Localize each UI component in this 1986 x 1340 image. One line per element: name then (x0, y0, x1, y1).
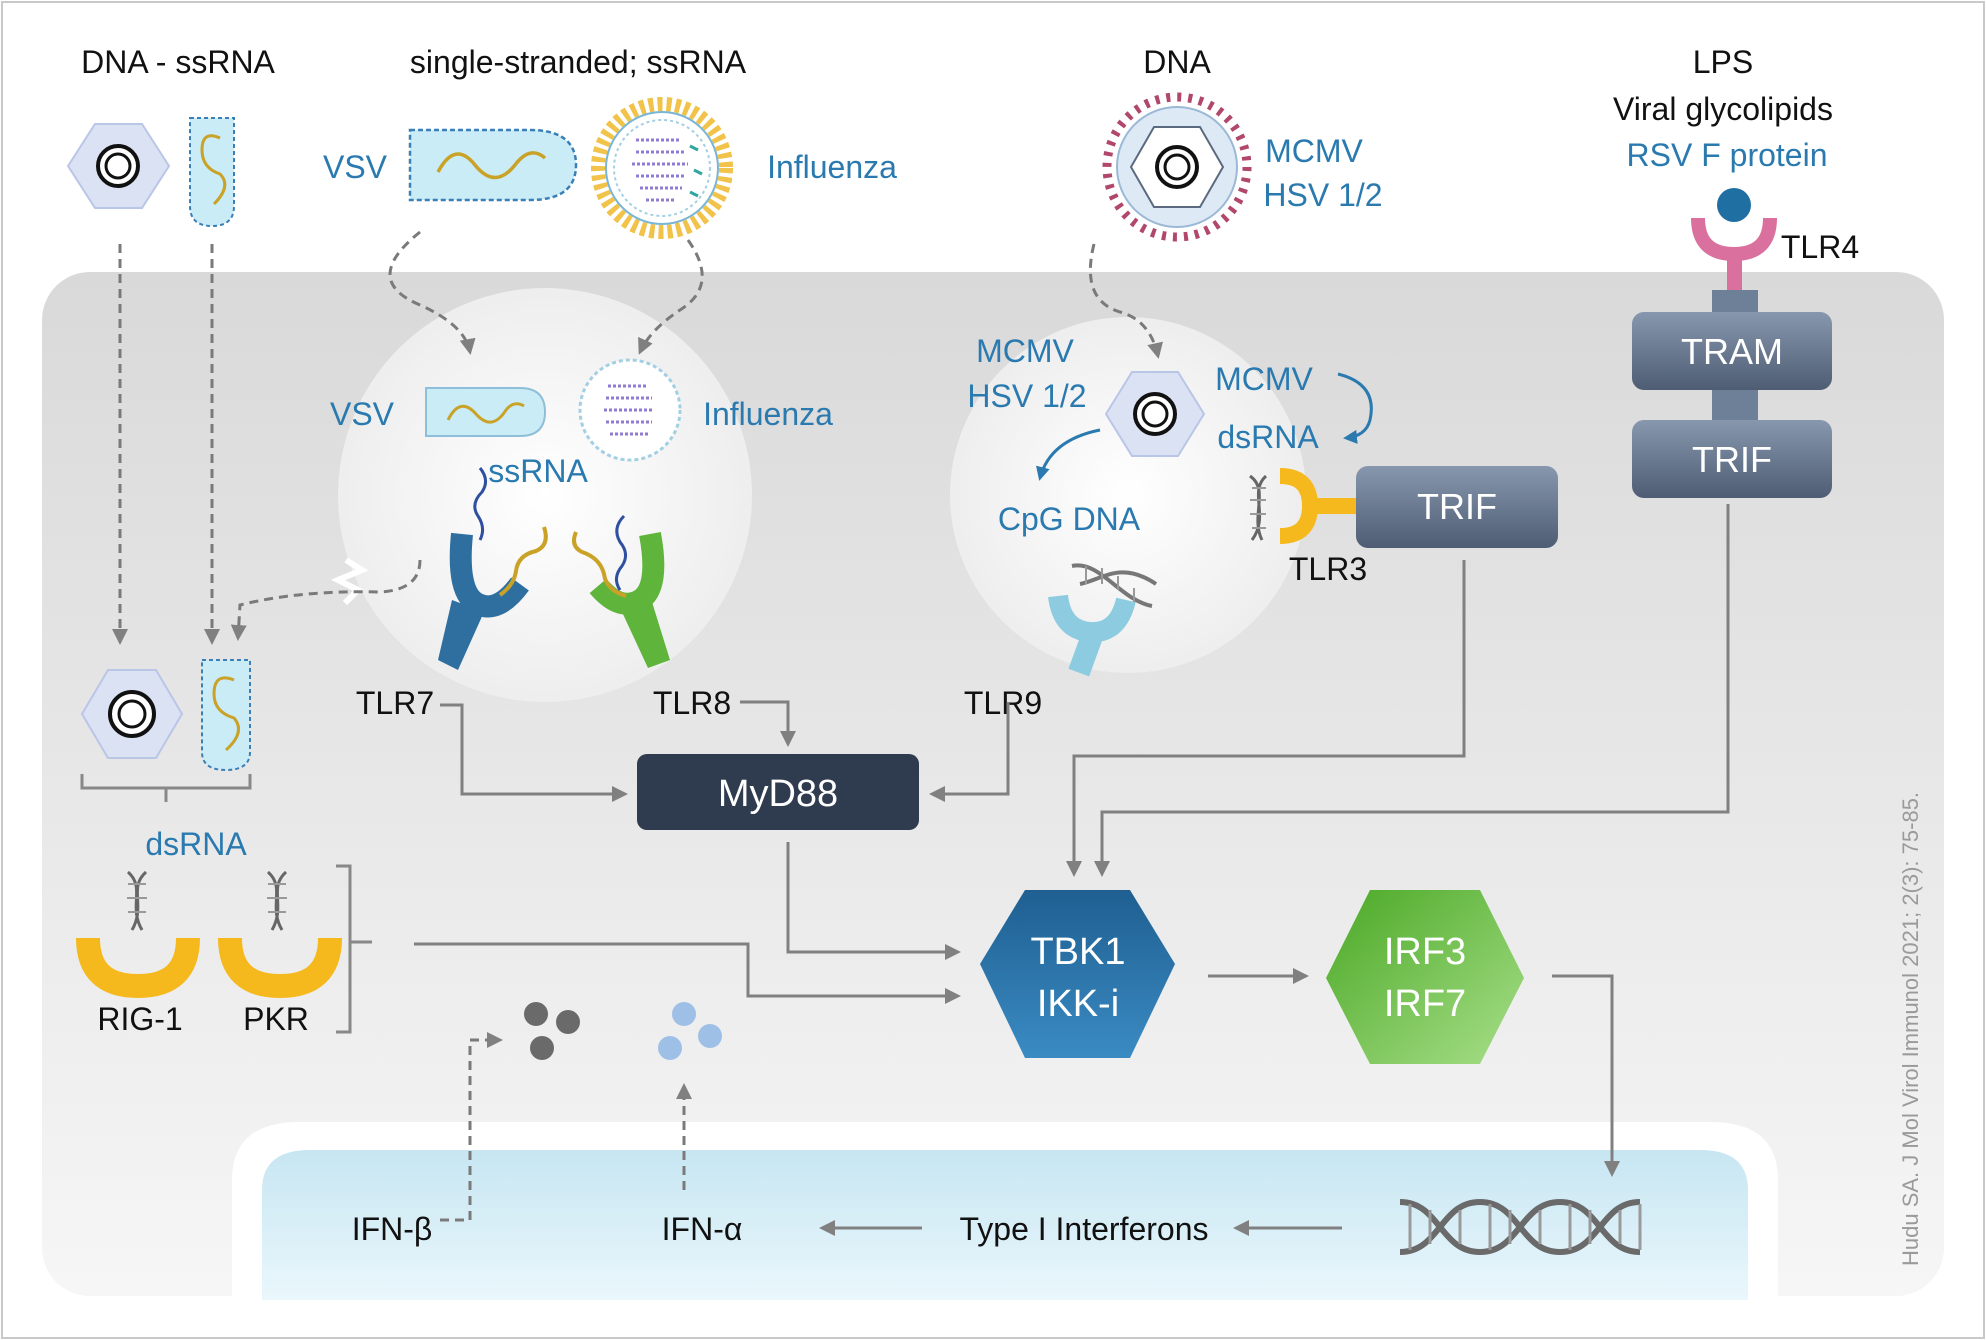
label-dsrna-endosome: dsRNA (1217, 419, 1319, 455)
arrow-trif-tlr4-to-tbk1 (1094, 504, 1730, 877)
arrow-tlr9-to-myd88 (929, 702, 1010, 802)
endosome-left (338, 288, 752, 702)
dna-helix-icon (1071, 563, 1158, 608)
label-dsrna-cytosol: dsRNA (145, 826, 247, 862)
irf7-label: IRF7 (1384, 983, 1466, 1025)
ifn-alpha-cytokine-icon (658, 1002, 722, 1060)
irf3-label: IRF3 (1384, 931, 1466, 973)
tlr3-receptor-icon (1249, 468, 1370, 544)
vsv-virion-icon (408, 128, 578, 202)
citation-text: Hudu SA. J Mol Virol Immunol 2021; 2(3):… (1898, 792, 1923, 1266)
rig1-receptor-icon (76, 870, 200, 999)
rna-capsule-icon (189, 117, 235, 228)
arrow-endosome-escape (230, 559, 422, 641)
label-vsv-outside: VSV (323, 149, 388, 185)
label-influenza-endosome: Influenza (703, 396, 833, 432)
label-mcmv-endo-left: MCMV (976, 333, 1074, 369)
arrow-irf-to-dna (1552, 974, 1620, 1177)
label-tlr7: TLR7 (356, 685, 434, 721)
arrow-myd88-to-tbk1 (786, 842, 961, 960)
arrow-influenza-to-endosome (638, 239, 704, 355)
hexagon-capsid-endosome-icon (1104, 371, 1206, 457)
arrow-rig-pkr-to-tbk1 (414, 942, 961, 1004)
label-dna-ssrna: DNA - ssRNA (81, 44, 275, 80)
label-influenza-outside: Influenza (767, 149, 897, 185)
tlr8-receptor-icon (572, 514, 670, 668)
label-single-stranded: single-stranded; ssRNA (410, 44, 747, 80)
ifn-beta-cytokine-icon (524, 1002, 580, 1060)
dsrna-bracket (80, 774, 252, 802)
arrow-herpes-to-endosome (1088, 243, 1163, 359)
label-tlr4: TLR4 (1781, 229, 1859, 265)
label-ssrna: ssRNA (488, 453, 588, 489)
tbk1-ikki-node (980, 890, 1175, 1058)
label-type1-ifn: Type I Interferons (959, 1211, 1208, 1247)
label-rig1: RIG-1 (97, 1001, 182, 1037)
label-pkr: PKR (243, 1001, 309, 1037)
label-lps: LPS (1693, 44, 1753, 80)
label-tlr8: TLR8 (653, 685, 731, 721)
label-hsv-outside: HSV 1/2 (1263, 177, 1382, 213)
arrow-ifn-beta-secretion (440, 1032, 503, 1222)
tram-label: TRAM (1681, 331, 1783, 372)
vsv-endosome-icon (425, 387, 547, 437)
tbk1-label: TBK1 (1030, 931, 1125, 973)
label-rsv-f-protein: RSV F protein (1627, 137, 1828, 173)
label-vsv-endosome: VSV (330, 396, 395, 432)
label-tlr3: TLR3 (1289, 551, 1367, 587)
nuclear-dna-helix-icon (1399, 1198, 1642, 1256)
arrow-mcmv-to-dsrna (1337, 372, 1373, 444)
trif-tlr3-box (1356, 466, 1558, 548)
trif-tlr4-label: TRIF (1692, 439, 1772, 480)
label-mcmv-outside: MCMV (1265, 133, 1363, 169)
label-mcmv-endo-right: MCMV (1215, 361, 1313, 397)
trif-tlr3-label: TRIF (1417, 486, 1497, 527)
rna-capsule-cytosol-icon (201, 659, 251, 772)
label-tlr9: TLR9 (964, 685, 1042, 721)
arrow-tlr7-to-myd88 (440, 703, 628, 802)
arrow-trif-tlr3-to-tbk1 (1066, 560, 1466, 877)
endosome-right (950, 317, 1306, 673)
endosome-rupture (330, 557, 369, 606)
influenza-virion-icon (591, 97, 733, 239)
arrow-vsv-to-endosome (388, 230, 476, 355)
hexagon-capsid-cytosol-icon (80, 669, 184, 759)
label-hsv-endo-left: HSV 1/2 (967, 378, 1086, 414)
label-ifn-alpha: IFN-α (662, 1211, 743, 1247)
myd88-box (637, 754, 919, 830)
trif-tlr4-box (1632, 420, 1832, 498)
label-dna: DNA (1143, 44, 1211, 80)
nucleus (262, 1150, 1748, 1300)
arrow-tlr8-to-myd88 (740, 700, 796, 747)
tlr4-receptor-icon (1691, 188, 1777, 292)
herpes-virion-icon (1102, 92, 1252, 242)
label-cpg-dna: CpG DNA (998, 501, 1141, 537)
tram-box (1632, 312, 1832, 390)
influenza-endosome-icon (578, 358, 682, 462)
dna-helix-tlr3-icon (1249, 474, 1268, 541)
rig-pkr-bracket (336, 864, 372, 1034)
label-viral-glycolipids: Viral glycolipids (1613, 91, 1833, 127)
tlr7-receptor-icon (438, 467, 548, 670)
hexagon-capsid-icon (66, 123, 171, 209)
ikki-label: IKK-i (1037, 983, 1119, 1025)
arrow-hsv-to-cpg (1036, 428, 1101, 481)
pkr-receptor-icon (218, 870, 342, 999)
myd88-label: MyD88 (718, 773, 838, 815)
tlr9-receptor-icon (1048, 563, 1158, 677)
label-ifn-beta: IFN-β (352, 1211, 433, 1247)
irf3-irf7-node (1326, 890, 1524, 1064)
